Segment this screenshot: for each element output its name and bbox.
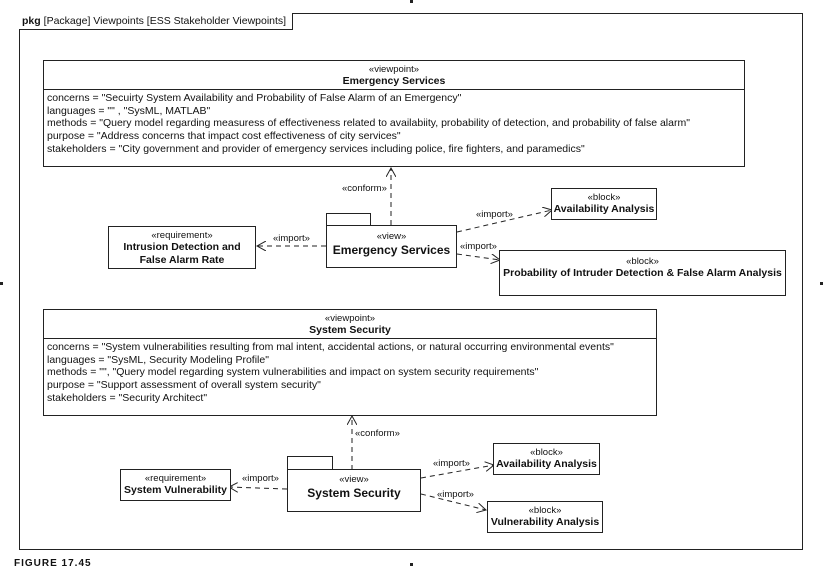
registration-mark	[0, 282, 3, 285]
viewpoint-stereotype: «viewpoint»	[368, 64, 420, 75]
concerns-property: concerns = "Secuirty System Availability…	[47, 92, 462, 104]
view-stereotype: «view»	[376, 231, 407, 242]
import-edge-vuln-analysis	[420, 493, 486, 510]
requirement-name: System Vulnerability	[124, 484, 227, 496]
block-name: Vulnerability Analysis	[490, 516, 600, 528]
block-stereotype: «block»	[530, 447, 563, 458]
import-label: «import»	[476, 209, 513, 220]
block-availability-analysis[interactable]: «block» Availability Analysis	[551, 188, 657, 220]
requirement-stereotype: «requirement»	[144, 473, 207, 484]
import-edge-availability-2	[420, 465, 494, 479]
methods-property: methods = "Query model regarding measure…	[47, 117, 690, 130]
view-package-tab	[287, 456, 333, 470]
block-stereotype: «block»	[587, 192, 621, 203]
block-stereotype: «block»	[626, 256, 659, 267]
import-label: «import»	[273, 233, 310, 244]
view-name: Emergency Services	[332, 243, 451, 257]
frame-kind: pkg	[22, 15, 41, 27]
block-stereotype: «block»	[528, 505, 562, 516]
purpose-property: purpose = "Support assessment of overall…	[47, 379, 321, 392]
block-name: Availability Analysis	[553, 203, 655, 215]
import-edge-probability	[456, 253, 500, 260]
registration-mark	[820, 282, 823, 285]
requirement-name-line2: False Alarm Rate	[139, 254, 225, 266]
requirement-system-vulnerability[interactable]: «requirement» System Vulnerability	[120, 469, 231, 501]
view-emergency-services[interactable]: «view» Emergency Services	[326, 225, 457, 268]
view-system-security[interactable]: «view» System Security	[287, 469, 421, 512]
viewpoint-system-security[interactable]: «viewpoint» System Security concerns = "…	[43, 309, 657, 416]
registration-mark	[410, 563, 413, 566]
block-name: Probability of Intruder Detection & Fals…	[503, 267, 782, 279]
import-edge-availability-1	[456, 210, 552, 233]
block-name: Availability Analysis	[496, 458, 597, 470]
package-frame-header: pkg[Package] Viewpoints [ESS Stakeholder…	[19, 13, 294, 30]
stakeholders-property: stakeholders = "City government and prov…	[47, 142, 585, 155]
stakeholders-property: stakeholders = "Security Architect"	[47, 391, 208, 404]
languages-property: languages = "SysML, Security Modeling Pr…	[47, 353, 269, 366]
import-edge-vulnerability	[229, 487, 288, 489]
block-vulnerability-analysis[interactable]: «block» Vulnerability Analysis	[487, 501, 603, 533]
viewpoint-name: Emergency Services	[342, 75, 446, 87]
viewpoint-name: System Security	[309, 324, 391, 336]
requirement-stereotype: «requirement»	[151, 230, 213, 241]
viewpoint-properties: concerns = "System vulnerabilities resul…	[44, 339, 656, 407]
conform-label: «conform»	[355, 428, 400, 439]
viewpoint-properties: concerns = "Secuirty System Availability…	[44, 90, 744, 158]
import-label: «import»	[460, 241, 497, 252]
block-probability-analysis[interactable]: «block» Probability of Intruder Detectio…	[499, 250, 786, 296]
view-package-tab	[326, 213, 371, 226]
import-label: «import»	[437, 489, 474, 500]
requirement-intrusion-detection[interactable]: «requirement» Intrusion Detection and Fa…	[108, 226, 256, 269]
registration-mark	[410, 0, 413, 3]
view-stereotype: «view»	[339, 474, 369, 485]
block-availability-analysis-2[interactable]: «block» Availability Analysis	[493, 443, 600, 475]
import-label: «import»	[242, 473, 279, 484]
viewpoint-stereotype: «viewpoint»	[324, 313, 376, 324]
purpose-property: purpose = "Address concerns that impact …	[47, 130, 401, 143]
frame-title: [Package] Viewpoints [ESS Stakeholder Vi…	[43, 15, 287, 27]
conform-label: «conform»	[342, 183, 387, 194]
package-frame	[19, 13, 803, 550]
requirement-name-line1: Intrusion Detection and	[123, 241, 241, 253]
languages-property: languages = "" , "SysML, MATLAB"	[47, 104, 211, 117]
methods-property: methods = "", "Query model regarding sys…	[47, 366, 539, 379]
figure-caption: FIGURE 17.45	[14, 558, 92, 569]
import-label: «import»	[433, 458, 470, 469]
viewpoint-emergency-services[interactable]: «viewpoint» Emergency Services concerns …	[43, 60, 745, 167]
view-name: System Security	[307, 486, 401, 500]
concerns-property: concerns = "System vulnerabilities resul…	[47, 341, 614, 353]
